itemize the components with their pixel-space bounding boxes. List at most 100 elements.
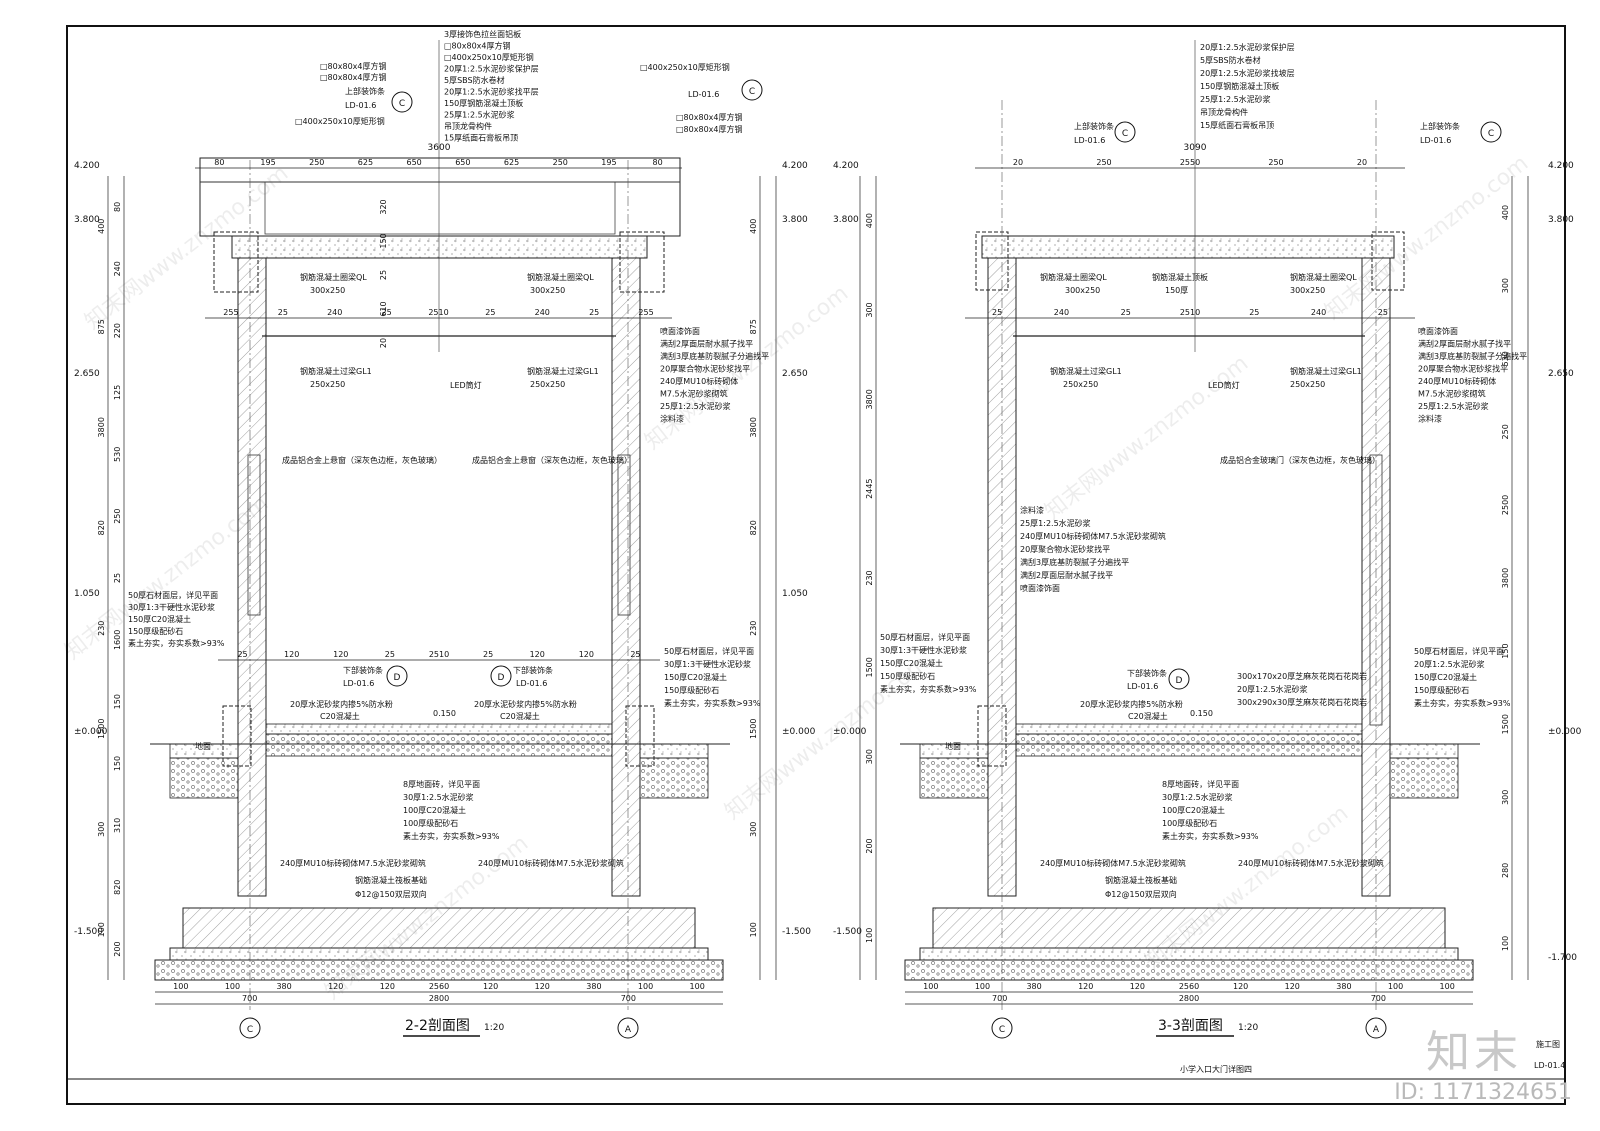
material-callout: 30厚1:3干硬性水泥砂浆 [664,659,751,669]
dimension-text: 250 [309,158,324,167]
canopy-frame [199,157,681,237]
dimension-text: 120 [1078,982,1093,991]
foundation-cushion [169,947,709,961]
dimension-text: 230 [97,621,106,636]
dimension-text: 120 [284,650,299,659]
dimension-text: 2550 [1180,158,1200,167]
dimension-text: 2800 [429,994,449,1003]
axis-label: C [999,1025,1005,1035]
dimension-text: 195 [260,158,275,167]
beam-label: 钢筋混凝土过梁GL1 [1290,366,1362,376]
beam-label: 钢筋混凝土圈梁QL [300,272,367,282]
material-callout: 喷面漆饰面 [1020,583,1060,593]
fixture-label: LED筒灯 [450,380,482,390]
material-callout: 150厚级配砂石 [128,626,183,636]
section-title-3-3: 3-3剖面图 [1158,1018,1223,1034]
material-callout: □80x80x4厚方钢 [320,72,386,82]
sheet-border [66,25,1566,1105]
dimension-text: 100 [1501,936,1510,951]
floor-slab [265,723,613,735]
dimension-text: 400 [749,219,758,234]
id-watermark: ID: 1171324651 [1394,1080,1572,1105]
dimension-text: 120 [579,650,594,659]
detail-ref-code: LD-01.6 [1127,682,1158,691]
material-callout: 150厚C20混凝土 [128,614,191,624]
material-callout: 8厚地面砖，详见平面 [403,779,480,789]
detail-ref-letter: C [749,87,755,97]
detail-ref-bubble [1168,668,1190,690]
axis-bubble [1365,1017,1387,1039]
detail-ref-bubble [1114,121,1136,143]
dimension-text: 380 [276,982,291,991]
section-3-3 [859,40,1529,1010]
dimension-text: 610 [379,301,388,316]
material-callout: 20厚水泥砂浆内掺5%防水粉 [1080,699,1183,709]
dimension-text: 120 [1130,982,1145,991]
dimension-text: 255 [223,308,238,317]
material-callout: 20厚1:2.5水泥砂浆保护层 [1200,42,1295,52]
left-wall [237,257,267,897]
dimension-text: 100 [1388,982,1403,991]
material-callout: 3厚接饰色拉丝面铝板 [444,29,521,39]
dimension-text: 25 [992,308,1002,317]
material-callout: 满刮3厚底基防裂腻子分遍找平 [1418,351,1527,361]
dimension-text: 120 [333,650,348,659]
level-mark: 0.150 [1190,709,1213,718]
detail-ref-label: 上部装饰条 [1074,121,1114,131]
exterior-base-left [169,757,239,799]
stage-label: 施工图 [1536,1039,1560,1049]
dimension-text: 120 [1233,982,1248,991]
dimension-text: 1500 [1501,714,1510,734]
axis-bubble [991,1017,1013,1039]
raft-foundation [182,907,696,949]
wall-label: 240厚MU10标砖砌体M7.5水泥砂浆砌筑 [280,858,426,868]
material-callout: 25厚1:2.5水泥砂浆 [444,110,515,120]
material-callout: 素土夯实，夯实系数>93% [664,698,761,708]
dimension-text: 3800 [865,389,874,409]
detail-ref-code: LD-01.6 [1420,136,1451,145]
dimension-text: 400 [1501,205,1510,220]
material-callout: 满刮2厚面层耐水腻子找平 [1020,570,1113,580]
dimension-text: 100 [638,982,653,991]
dimension-text: 230 [865,570,874,585]
dimension-text: 3090 [1184,143,1207,153]
section-title-2-2: 2-2剖面图 [405,1018,470,1034]
level-mark: 1.050 [74,589,100,599]
axis-bubble [239,1017,261,1039]
drawing-title: 小学入口大门详图四 [1180,1064,1252,1074]
material-callout: 满刮2厚面层耐水腻子找平 [1418,339,1511,349]
material-callout: 涂料漆 [660,414,684,424]
material-callout: 20厚水泥砂浆内掺5%防水粉 [474,699,577,709]
dimension-text: 240 [1311,308,1326,317]
material-callout: 100厚C20混凝土 [403,805,466,815]
dimension-text: 2800 [1179,994,1199,1003]
material-callout: C20混凝土 [1128,711,1168,721]
material-callout: 15厚纸面石膏板吊顶 [1200,120,1274,130]
beam-label: 钢筋混凝土过梁GL1 [300,366,372,376]
dimension-text: 1500 [97,719,106,739]
section-scale: 1:20 [484,1023,504,1033]
dimension-text: 25 [237,650,247,659]
dimension-text: 25 [483,650,493,659]
dimension-text: 820 [749,520,758,535]
dimension-text: 100 [173,982,188,991]
dimension-text: 120 [535,982,550,991]
material-callout: 20厚聚合物水泥砂浆找平 [1020,544,1110,554]
level-mark: -1.700 [1548,953,1577,963]
dimension-text: 100 [749,922,758,937]
right-wall [611,257,641,897]
wall-label: 240厚MU10标砖砌体M7.5水泥砂浆砌筑 [478,858,624,868]
dimension-text: 200 [113,941,122,956]
material-callout: 100厚级配砂石 [1162,818,1217,828]
material-callout: □400x250x10厚矩形钢 [640,62,730,72]
dimension-text: 820 [113,880,122,895]
dimension-text: 300 [749,822,758,837]
level-mark: 4.200 [1548,161,1574,171]
material-callout: 150厚钢筋混凝土顶板 [444,98,523,108]
material-callout: 吊顶龙骨构件 [1200,107,1248,117]
dimension-text: 250 [553,158,568,167]
material-callout: □400x250x10厚矩形钢 [444,52,534,62]
material-callout: 240厚MU10标砖砌体 [1418,376,1496,386]
dimension-text: 700 [992,994,1007,1003]
material-callout: 满刮3厚底基防裂腻子分遍找平 [660,351,769,361]
